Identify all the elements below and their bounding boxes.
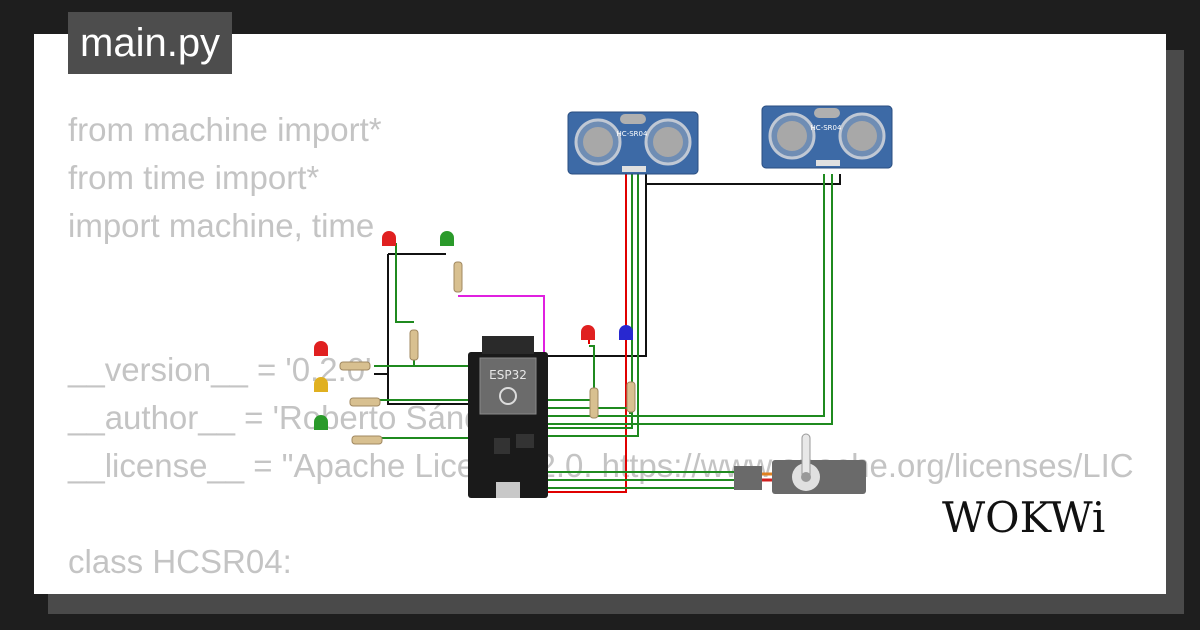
- wire-green: [540, 174, 639, 437]
- led-red-1[interactable]: [382, 231, 396, 246]
- led-blue[interactable]: [619, 325, 633, 340]
- wire-green: [389, 243, 414, 323]
- wire-black: [540, 174, 647, 357]
- resistors: [339, 261, 636, 445]
- code-line: """: [68, 586, 1134, 594]
- preview-card: from machine import* from time import* imp…: [34, 34, 1166, 594]
- sensor-label: HC-SR04: [811, 124, 842, 132]
- wire-green: [413, 359, 474, 367]
- led-red-3[interactable]: [581, 325, 595, 340]
- wire-green: [540, 174, 633, 429]
- esp32-board[interactable]: ESP32: [468, 336, 548, 498]
- wire-green: [540, 345, 595, 401]
- ultrasonic-sensor-1[interactable]: HC-SR04: [567, 111, 699, 175]
- mcu-label: ESP32: [489, 368, 527, 382]
- led-yellow[interactable]: [314, 377, 328, 392]
- resistor: [351, 435, 383, 445]
- resistor: [589, 387, 599, 419]
- wires: [374, 174, 841, 493]
- resistor: [453, 261, 463, 293]
- resistor: [349, 397, 381, 407]
- servo-motor[interactable]: [734, 433, 866, 494]
- wire-black: [646, 174, 841, 185]
- led-green-1[interactable]: [440, 231, 454, 246]
- code-line: class HCSR04:: [68, 543, 292, 580]
- led-green-2[interactable]: [314, 415, 328, 430]
- code-line: import machine, time: [68, 207, 375, 244]
- resistor: [409, 329, 419, 361]
- resistor: [626, 381, 636, 413]
- wire-green: [540, 174, 833, 425]
- led-red-2[interactable]: [314, 341, 328, 356]
- wokwi-logo: WOKWi: [942, 493, 1105, 542]
- code-line: from machine import*: [68, 111, 382, 148]
- wire-green: [540, 174, 825, 417]
- resistor: [339, 361, 371, 371]
- ultrasonic-sensor-2[interactable]: HC-SR04: [761, 105, 893, 169]
- file-title: main.py: [68, 12, 233, 74]
- brand-text: WOKWi: [942, 493, 1105, 542]
- code-line: from time import*: [68, 159, 320, 196]
- circuit-diagram: HC-SR04 HC-SR04: [314, 105, 893, 498]
- wire-green: [540, 407, 631, 414]
- wire-black: [387, 254, 474, 405]
- sensor-label: HC-SR04: [617, 130, 648, 138]
